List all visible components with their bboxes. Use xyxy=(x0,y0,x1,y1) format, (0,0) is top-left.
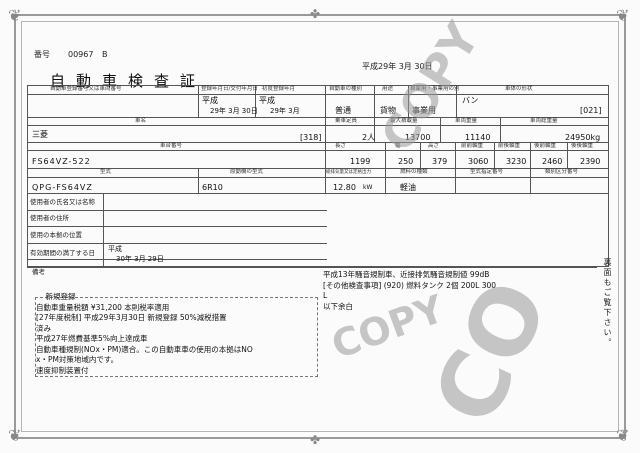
private-business: 事業用 xyxy=(412,106,436,115)
vehicle-weight-label: 車両重量 xyxy=(455,118,478,124)
reg-era: 平成 xyxy=(202,96,218,105)
maker-label: 車名 xyxy=(135,118,147,124)
corner-ornament-icon: ❦ xyxy=(8,426,22,445)
fuel-value: 軽油 xyxy=(400,183,416,192)
remarks-right: 平成13年騒音規制車、近接排気騒音規制値 99dB [その他検査事項] (920… xyxy=(323,270,497,311)
model-label: 型式 xyxy=(100,169,112,175)
reg-number-label: 自動車登録番号又は車両番号 xyxy=(50,86,122,92)
corner-ornament-icon: ❦ xyxy=(616,6,630,25)
engine-value: 6R10 xyxy=(202,183,223,192)
vehicle-weight: 11140 xyxy=(465,133,491,142)
reg-date-label: 登録年月日/交付年月日 xyxy=(201,86,258,92)
remarks-label: 備考 xyxy=(32,268,45,276)
fr-axle-value: 3230 xyxy=(506,157,527,166)
gross-weight: 24950kg xyxy=(565,133,601,142)
rf-axle-label: 後前軸重 xyxy=(534,143,557,149)
first-reg-label: 初度登録年月 xyxy=(262,86,296,92)
first-reg-era: 平成 xyxy=(259,96,275,105)
remarks-left: 新規登録 自動車重量税額 ¥31,200 本則税率適用 [27年度税制] 平成2… xyxy=(36,292,253,375)
gross-weight-label: 車両総重量 xyxy=(530,118,558,124)
outer-border xyxy=(14,14,626,439)
inner-border xyxy=(21,21,619,432)
number-value: 00967 xyxy=(68,50,94,59)
expiry-date: 30年 3月 29日 xyxy=(116,255,164,263)
engine-label: 原動機の型式 xyxy=(230,169,264,175)
vehicle-use: 貨物 xyxy=(380,106,396,115)
length-label: 長さ xyxy=(335,143,347,149)
type-designation-label: 型式指定番号 xyxy=(470,169,504,175)
reg-date: 29年 3月 30日 xyxy=(210,107,258,115)
width-label: 幅 xyxy=(395,143,401,149)
model-value: QPG-FS64VZ xyxy=(32,183,93,192)
rf-axle-value: 2460 xyxy=(542,157,563,166)
max-load-label: 最大積載量 xyxy=(390,118,418,124)
length-value: 1199 xyxy=(350,157,371,166)
ff-axle-value: 3060 xyxy=(468,157,489,166)
height-label: 高さ xyxy=(428,143,440,149)
remarks-left-box xyxy=(35,297,318,377)
user-name-label: 使用者の氏名又は名称 xyxy=(30,198,95,206)
private-business-label: 自家用・事業用の別 xyxy=(410,86,460,92)
corner-ornament-icon: ❦ xyxy=(616,426,630,445)
corner-ornament-icon: ❦ xyxy=(8,6,22,25)
vehicle-type-label: 自動車の種別 xyxy=(329,86,363,92)
expiry-era: 平成 xyxy=(108,245,122,253)
maker-code: [318] xyxy=(300,133,322,142)
body-shape-code: [021] xyxy=(580,106,602,115)
chassis-number: FS64VZ-522 xyxy=(32,157,91,166)
top-ornament-icon: ✤ xyxy=(310,7,321,21)
displacement-label: 総排気量又は定格出力 xyxy=(326,170,371,175)
width-value: 250 xyxy=(398,157,414,166)
displacement-unit: kW xyxy=(363,184,373,191)
displacement-value: 12.80 xyxy=(333,183,356,192)
fuel-label: 燃料の種類 xyxy=(400,169,428,175)
fr-axle-label: 前後軸重 xyxy=(498,143,521,149)
max-load: 13700 xyxy=(405,133,431,142)
use-label: 用途 xyxy=(382,86,394,92)
rr-axle-value: 2390 xyxy=(580,157,601,166)
base-location-label: 使用の本拠の位置 xyxy=(30,231,82,239)
capacity-label: 乗車定員 xyxy=(335,118,358,124)
body-shape-label: 車体の形状 xyxy=(505,86,533,92)
issue-date: 平成29年 3月 30日 xyxy=(362,62,433,71)
user-address-label: 使用者の住所 xyxy=(30,214,69,222)
capacity: 2人 xyxy=(362,133,376,142)
rr-axle-label: 後後軸重 xyxy=(571,143,594,149)
first-reg-date: 29年 3月 xyxy=(270,107,300,115)
chassis-label: 車台番号 xyxy=(160,143,183,149)
height-value: 379 xyxy=(432,157,448,166)
ff-axle-label: 前前軸重 xyxy=(461,143,484,149)
vehicle-type: 普通 xyxy=(335,106,351,115)
main-table xyxy=(27,85,609,267)
maker: 三菱 xyxy=(32,130,48,139)
expiry-label: 有効期間の満了する日 xyxy=(30,249,95,257)
bottom-ornament-icon: ✤ xyxy=(310,433,321,447)
body-shape: バン xyxy=(462,96,479,105)
side-note: 裏面もご覧下さい。 xyxy=(603,258,612,348)
number-label: 番号 xyxy=(34,50,50,59)
number-suffix: B xyxy=(102,50,108,59)
class-number-label: 類別区分番号 xyxy=(545,169,579,175)
